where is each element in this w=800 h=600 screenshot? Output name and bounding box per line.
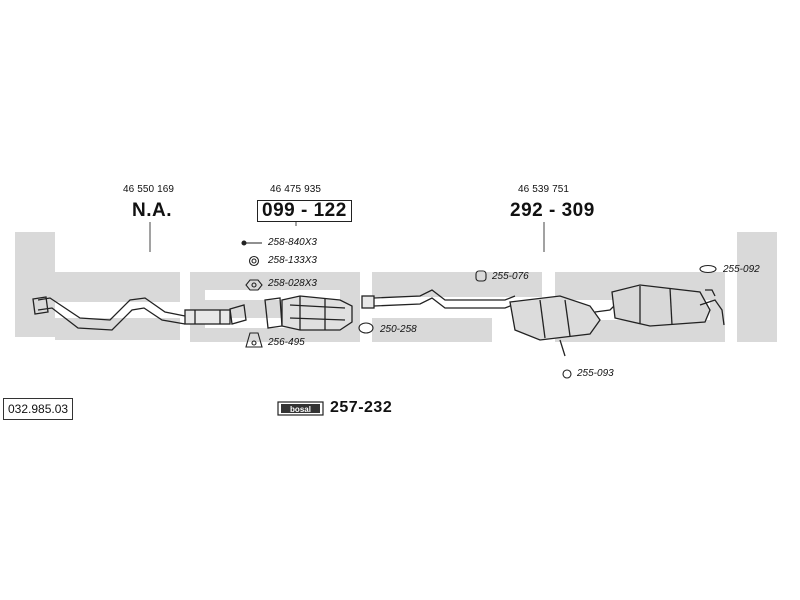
bosal-logo-text: bosal [290, 405, 311, 414]
catalytic-converter [264, 295, 353, 331]
front-pipe [32, 296, 247, 331]
clamp-icons [358, 264, 717, 379]
ref-258-840X3[interactable]: 258-840X3 [268, 237, 317, 248]
part-number-3[interactable]: 292 - 309 [510, 200, 595, 221]
middle-pipe [361, 289, 619, 357]
part-number-2[interactable]: 099 - 122 [257, 200, 352, 222]
bosal-logo-icon: bosal [277, 401, 324, 416]
ref-256-495[interactable]: 256-495 [268, 337, 305, 348]
ref-255-092[interactable]: 255-092 [723, 264, 760, 275]
ref-255-076[interactable]: 255-076 [492, 271, 529, 282]
ref-258-133X3[interactable]: 258-133X3 [268, 255, 317, 266]
oe-number-2: 46 475 935 [270, 184, 322, 195]
ref-250-258[interactable]: 250-258 [380, 324, 417, 335]
oe-number-1: 46 550 169 [123, 184, 175, 195]
part-number-1[interactable]: N.A. [132, 200, 172, 221]
ref-255-093[interactable]: 255-093 [577, 368, 614, 379]
ref-258-028X3[interactable]: 258-028X3 [268, 278, 317, 289]
hardware-icons [241, 240, 263, 348]
diagram-id: 032.985.03 [3, 398, 74, 420]
rear-silencer [611, 284, 725, 327]
logo-part-number[interactable]: 257-232 [330, 399, 393, 416]
oe-number-3: 46 539 751 [518, 184, 570, 195]
